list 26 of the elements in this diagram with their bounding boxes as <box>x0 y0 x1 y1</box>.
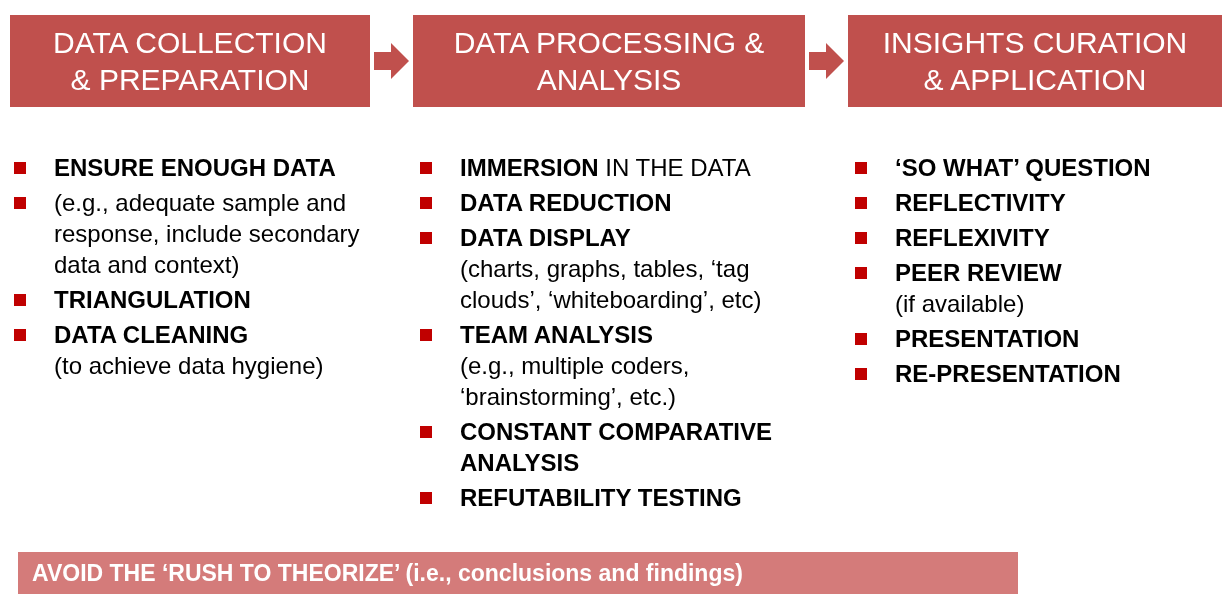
stage-header: DATA COLLECTION & PREPARATION <box>10 15 370 107</box>
bullet-item: ENSURE ENOUGH DATA <box>54 153 337 183</box>
note-text: (to achieve data hygiene) <box>54 351 325 381</box>
arrow <box>374 43 409 79</box>
bullet-item: RE-PRESENTATION <box>895 359 1122 389</box>
note-text: (charts, graphs, tables, ‘tag clouds’, ‘whiteboarding’, etc) <box>460 254 763 315</box>
bullet-item: REFLEXIVITY <box>895 223 1051 253</box>
stage-header: INSIGHTS CURATION & APPLICATION <box>848 15 1222 107</box>
bullet-item: ‘SO WHAT’ QUESTION <box>895 153 1152 183</box>
note-text: (if available) <box>895 289 1026 319</box>
bullet-item: DATA DISPLAY <box>460 223 632 253</box>
bullet-item: TRIANGULATION <box>54 285 252 315</box>
stage-header: DATA PROCESSING & ANALYSIS <box>413 15 805 107</box>
bullet-item: PEER REVIEW <box>895 258 1063 288</box>
bullet-item: REFLECTIVITY <box>895 188 1067 218</box>
warning-banner: AVOID THE ‘RUSH TO THEORIZE’ (i.e., conclusions and findings) <box>18 552 1018 594</box>
bullet-item: TEAM ANALYSIS <box>460 320 654 350</box>
bullet-item: (e.g., adequate sample and response, include secondary data and context) <box>54 188 361 280</box>
bullet-item: DATA REDUCTION <box>460 188 673 218</box>
note-text: (e.g., multiple coders, ‘brainstorming’, etc.) <box>460 351 691 412</box>
bullet-item: PRESENTATION <box>895 324 1081 354</box>
bullet-item: IMMERSION IN THE DATA <box>460 153 752 183</box>
bullet-item: DATA CLEANING <box>54 320 250 350</box>
arrow <box>809 43 844 79</box>
bullet-item: REFUTABILITY TESTING <box>460 483 743 513</box>
bullet-item: CONSTANT COMPARATIVE ANALYSIS <box>460 417 773 478</box>
